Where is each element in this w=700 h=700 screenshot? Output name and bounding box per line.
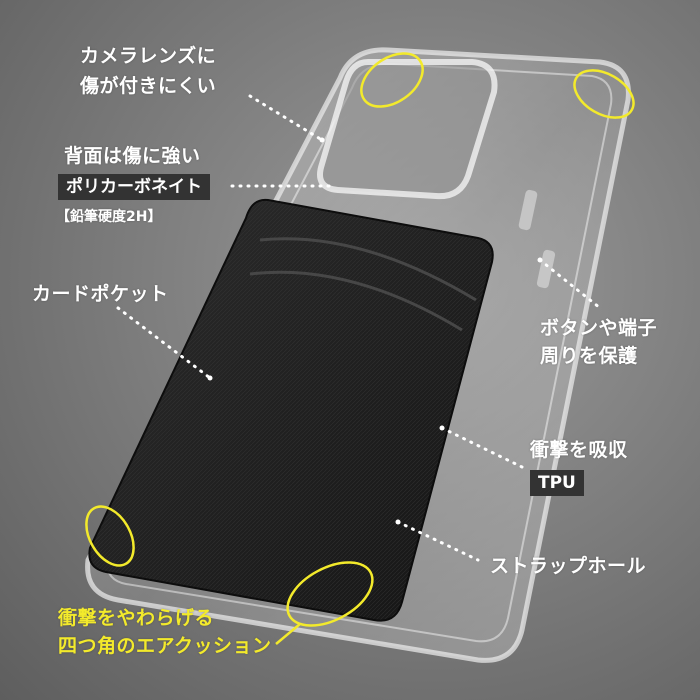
leader-line-ends [207, 137, 543, 525]
bottom-corner-highlight [286, 561, 374, 627]
leader-lines [116, 94, 602, 562]
buttons-leader [538, 258, 602, 310]
shock-label-line1: 衝撃を吸収 [530, 439, 628, 461]
shock-leader [440, 426, 526, 470]
camera-corner-highlight [360, 52, 424, 108]
camera-label-line2: 傷が付きにくい [80, 75, 217, 97]
card-pocket [88, 198, 494, 622]
corner-label-line1: 衝撃をやわらげる [58, 607, 215, 629]
corner-label-line2: 四つ角のエアクッション [58, 635, 272, 657]
camera-label-line1: カメラレンズに [80, 45, 217, 67]
buttons-label-line2: 周りを保護 [540, 345, 638, 367]
back-material-label: ポリカーボネイト [58, 174, 210, 200]
highlight-circles [85, 52, 635, 627]
camera-leader [248, 94, 324, 142]
shock-material-label: TPU [530, 470, 584, 496]
top-right-corner-highlight [573, 69, 635, 119]
strap-leader [396, 520, 480, 562]
card-pocket-label: カードポケット [32, 283, 169, 305]
card-pocket-leader [116, 306, 212, 380]
strap-hole-label: ストラップホール [490, 555, 647, 577]
back-hardness-label: 【鉛筆硬度2H】 [56, 209, 162, 225]
corner-cushion-leader [275, 623, 301, 645]
back-label-line1: 背面は傷に強い [64, 145, 201, 167]
bottom-left-corner-highlight [85, 505, 135, 567]
buttons-label-line1: ボタンや端子 [540, 317, 658, 339]
